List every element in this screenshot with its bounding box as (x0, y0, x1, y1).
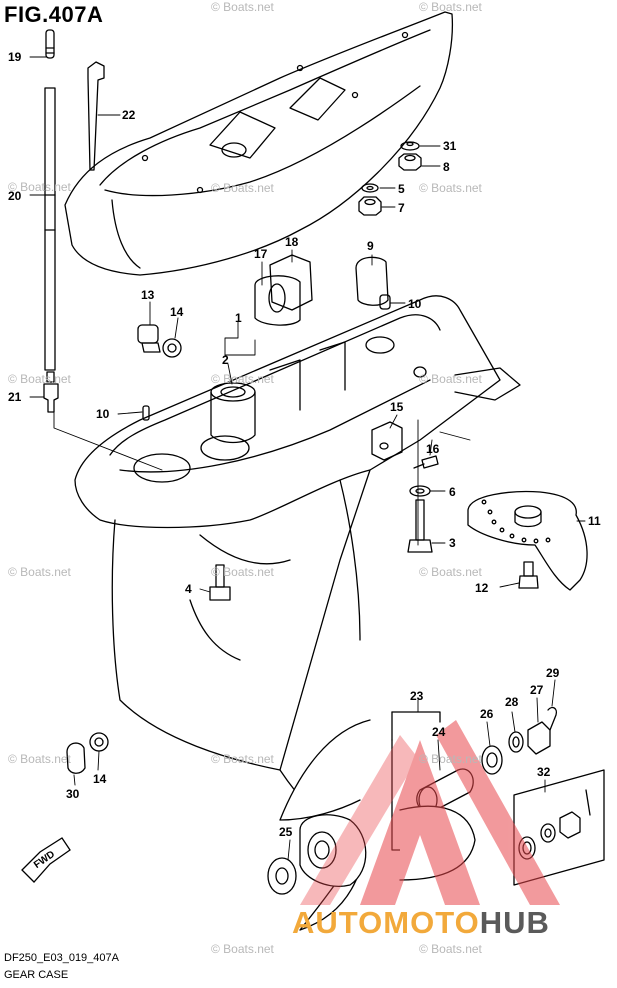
callout-10b: 10 (96, 407, 110, 421)
callout-10: 10 (408, 297, 422, 311)
callout-1: 1 (235, 311, 242, 325)
callout-27: 27 (530, 683, 544, 697)
callout-7: 7 (398, 201, 405, 215)
bolt-4 (209, 564, 231, 601)
callout-28: 28 (505, 695, 519, 709)
figure-code: DF250_E03_019_407A (4, 952, 119, 964)
callout-6: 6 (449, 485, 456, 499)
watermark: © Boats.net (419, 942, 482, 956)
figure-title: FIG.407A (4, 2, 104, 27)
callout-20: 20 (8, 189, 22, 203)
callout-30: 30 (66, 787, 80, 801)
callout-3: 3 (449, 536, 456, 550)
callout-21: 21 (8, 390, 22, 404)
trim-tab-11 (467, 490, 588, 591)
watermark: © Boats.net (419, 565, 482, 579)
callout-14: 14 (170, 305, 184, 319)
watermark: © Boats.net (211, 565, 274, 579)
watermark: © Boats.net (211, 752, 274, 766)
callout-8: 8 (443, 160, 450, 174)
watermark: © Boats.net (8, 180, 71, 194)
watermark: © Boats.net (419, 181, 482, 195)
callout-19: 19 (8, 50, 22, 64)
callout-5: 5 (398, 182, 405, 196)
figure-caption: GEAR CASE (4, 969, 69, 981)
callout-17: 17 (254, 247, 268, 261)
watermark: © Boats.net (211, 181, 274, 195)
gear-case-housing (74, 295, 521, 831)
watermark: © Boats.net (8, 752, 71, 766)
brand-part-1: AUTOMOTO (292, 905, 480, 940)
plates-17-18-9 (254, 254, 391, 326)
callout-16: 16 (426, 442, 440, 456)
callout-9: 9 (367, 239, 374, 253)
leader-lines (29, 56, 586, 861)
hardware-top-right (358, 141, 422, 216)
callout-13: 13 (141, 288, 155, 302)
callout-29: 29 (546, 666, 560, 680)
watermark: © Boats.net (8, 372, 71, 386)
callout-26: 26 (480, 707, 494, 721)
callout-23: 23 (410, 689, 424, 703)
callout-4: 4 (185, 582, 192, 596)
fwd-arrow-icon: FWD (21, 837, 71, 883)
callout-25: 25 (279, 825, 293, 839)
brand-logo-icon (300, 720, 560, 905)
watermark: © Boats.net (419, 0, 482, 14)
anode-30 (66, 732, 109, 774)
bolt-3-washer-6 (407, 485, 433, 553)
watermark: © Boats.net (211, 0, 274, 14)
callout-24: 24 (432, 725, 446, 739)
callout-14b: 14 (93, 772, 107, 786)
callout-12: 12 (475, 581, 489, 595)
shift-rod (43, 29, 59, 413)
callout-31: 31 (443, 139, 457, 153)
watermark: © Boats.net (8, 565, 71, 579)
bolt-12 (518, 561, 539, 589)
brand-part-2: HUB (479, 905, 550, 940)
shift-rod-22 (87, 61, 105, 171)
callout-15: 15 (390, 400, 404, 414)
plug-13-14 (137, 324, 182, 358)
top-cover-plate (64, 11, 454, 276)
callout-32: 32 (537, 765, 551, 779)
watermark: © Boats.net (211, 942, 274, 956)
watermark: © Boats.net (419, 752, 482, 766)
brand-wordmark: AUTOMOTOHUB (292, 905, 550, 941)
callout-22: 22 (122, 108, 136, 122)
callout-11: 11 (588, 514, 601, 528)
callout-2: 2 (222, 353, 229, 367)
watermark: © Boats.net (211, 372, 274, 386)
callout-18: 18 (285, 235, 299, 249)
bolt-16 (413, 455, 439, 469)
watermark: © Boats.net (419, 372, 482, 386)
